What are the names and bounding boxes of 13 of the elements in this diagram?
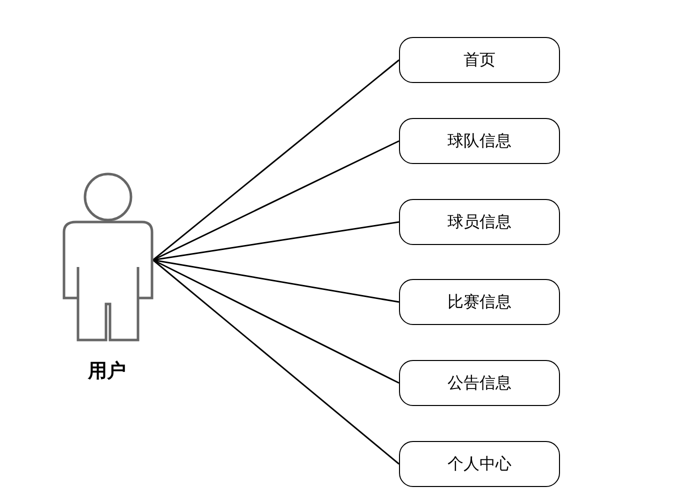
association-line: [152, 259, 400, 303]
use-case-box: 比赛信息: [399, 279, 560, 325]
association-line: [152, 259, 400, 384]
association-line: [152, 59, 400, 261]
use-case-box: 球员信息: [399, 199, 560, 245]
association-line: [152, 221, 400, 261]
use-case-box: 球队信息: [399, 118, 560, 164]
actor-label: 用户: [88, 359, 126, 384]
association-line: [152, 259, 400, 465]
use-case-box: 首页: [399, 37, 560, 83]
association-line: [152, 140, 400, 261]
use-case-box: 公告信息: [399, 360, 560, 406]
use-case-box: 个人中心: [399, 441, 560, 487]
